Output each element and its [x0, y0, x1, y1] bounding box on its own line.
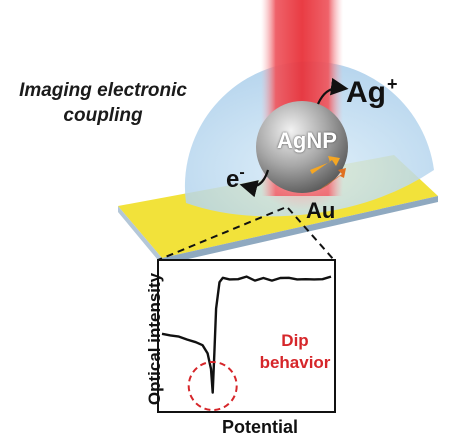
dip-highlight-circle — [187, 361, 238, 411]
silver-nanoparticle — [256, 101, 348, 193]
dissolution-arrow — [316, 77, 349, 105]
electron-arrow — [239, 169, 270, 198]
coupling-arrows-icon — [310, 156, 346, 190]
gold-label: Au — [306, 198, 336, 223]
chart-series-layer — [161, 275, 332, 394]
silver-ion-charge: + — [387, 74, 398, 94]
silver-ion-symbol: Ag — [346, 76, 386, 109]
y-axis-label: Optical intensity — [145, 272, 164, 406]
electron-symbol: e — [226, 166, 240, 193]
imaging-line-2: coupling — [63, 105, 143, 126]
nanoparticle-label: AgNP — [277, 128, 337, 153]
dip-annotation: Dip behavior — [250, 330, 340, 374]
dip-line-1: Dip — [281, 331, 309, 350]
dip-line-2: behavior — [259, 353, 331, 372]
zoom-line-left — [157, 207, 285, 261]
chart-plot-area — [157, 259, 336, 413]
imaging-electronic-coupling-label: Imaging electronic coupling — [8, 78, 198, 128]
silver-ion-label: Ag+ — [346, 74, 398, 110]
imaging-line-1: Imaging electronic — [19, 80, 187, 101]
series-line-0 — [161, 275, 332, 394]
electron-label: e- — [226, 164, 245, 194]
x-axis-label: Potential — [221, 417, 298, 437]
electron-charge: - — [239, 164, 245, 181]
